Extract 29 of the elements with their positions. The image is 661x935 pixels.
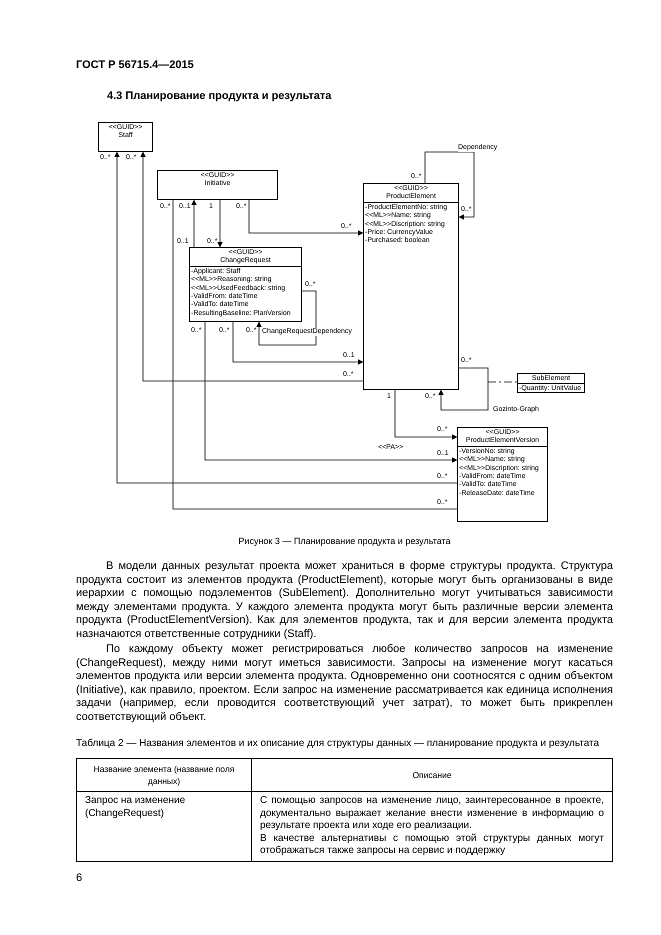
figure-caption: Рисунок 3 — Планирование продукта и результата — [237, 536, 452, 546]
association-line — [114, 152, 458, 484]
body-paragraph: В модели данных результат проекта может храниться в форме структуры продукта. Структура продукта состоит из элементов продукта (ProductElement), которые могут быть организованы в виде иерархии с помощью подэлементов (SubElement). Дополнительно могут учитываться зависимости между элементами продукта. У каждого элемента продукта могут быть различные версии элемента продукта (ProductElementVersion). Как для элементов продукта, так и для версии элемента продукта назначаются ответственные сотрудники (Staff). — [76, 560, 613, 642]
association-line — [217, 200, 223, 248]
association-line — [140, 152, 364, 382]
element-name-text: Запрос на изменение (ChangeRequest) — [76, 792, 252, 861]
page-number: 6 — [76, 872, 82, 884]
association-line — [438, 368, 488, 410]
association-line — [232, 322, 364, 365]
table-caption: Таблица 2 — Названия элементов и их описание для структуры данных — планирование продукта и результата — [76, 738, 600, 749]
association-line — [204, 322, 458, 463]
class-box — [363, 183, 459, 390]
class-box — [98, 122, 153, 152]
class-box — [457, 427, 548, 522]
section-heading: 4.3 Планирование продукта и результата — [107, 90, 332, 102]
association-line — [256, 290, 316, 346]
class-box — [517, 373, 585, 393]
association-line — [191, 200, 197, 248]
association-line — [248, 200, 364, 236]
class-box — [189, 247, 302, 322]
class-box — [157, 170, 278, 200]
body-paragraph: По каждому объекту может регистрироваться любое количество запросов на изменение (ChangeRequest), между ними могут иметься зависимости. Запросы на изменение могут касаться элементов продукта или версии элемента продукта. Одновременно они соотносятся с одним объектом (Initiative), как правило, проектом. Если запрос на изменение рассматривается как единица исполнения задачи (например, если проводится соответствующий учет затрат), то может быть прикреплен соответствующий объект. — [76, 643, 613, 725]
document-header: ГОСТ Р 56715.4—2015 — [76, 59, 194, 71]
association-line — [424, 152, 474, 220]
association-line — [172, 200, 458, 510]
element-description-text: С помощью запросов на изменение лицо, заинтересованное в проекте, документально выражает желание внести изменение в информацию о результате проекта или ходе его реализации. В качестве альтернативы с помощью этой структуры данных могут отображаться также запросы на сервис и поддержку — [252, 792, 612, 861]
column-header: Описание — [252, 758, 612, 792]
association-line — [394, 390, 458, 440]
column-header: Название элемента (название поля данных) — [76, 758, 252, 792]
